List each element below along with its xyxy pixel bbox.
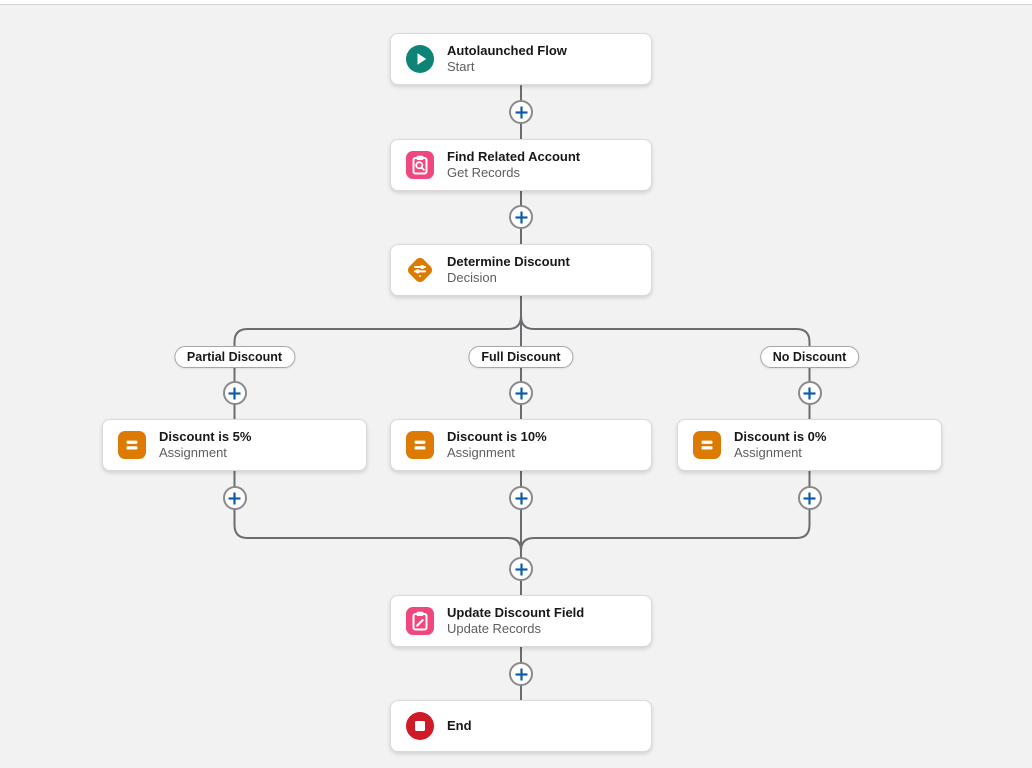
flow-node-update-discount-field[interactable]: Update Discount Field Update Records (390, 595, 652, 647)
node-title: End (447, 717, 472, 733)
assignment-icon (693, 431, 721, 459)
add-element-button[interactable] (222, 381, 247, 405)
add-element-button[interactable] (222, 486, 247, 510)
add-element-button[interactable] (509, 486, 533, 510)
add-element-button[interactable] (509, 557, 533, 581)
flow-node-find-related-account[interactable]: Find Related Account Get Records (390, 139, 652, 191)
node-title: Update Discount Field (447, 604, 585, 620)
add-element-button[interactable] (509, 205, 533, 229)
node-subtitle: Get Records (447, 165, 520, 180)
node-title: Determine Discount (447, 253, 570, 269)
node-title: Discount is 10% (447, 428, 547, 444)
node-subtitle: Start (447, 59, 475, 74)
assignment-icon (406, 431, 434, 459)
toolbar-bottom-edge (0, 0, 1032, 5)
node-subtitle: Decision (447, 270, 497, 285)
play-icon (406, 45, 434, 73)
branch-label-full-discount[interactable]: Full Discount (468, 346, 574, 368)
flow-node-autolaunched-start[interactable]: Autolaunched Flow Start (390, 33, 652, 85)
node-subtitle: Update Records (447, 621, 541, 636)
branch-label-no-discount[interactable]: No Discount (759, 346, 860, 368)
flow-node-end[interactable]: End (390, 700, 652, 752)
stop-icon (406, 712, 434, 740)
node-title: Find Related Account (447, 148, 581, 164)
flow-node-discount-10[interactable]: Discount is 10% Assignment (390, 419, 652, 471)
node-subtitle: Assignment (159, 445, 227, 460)
branch-label-partial-discount[interactable]: Partial Discount (173, 346, 296, 368)
add-element-button[interactable] (797, 486, 822, 510)
add-element-button[interactable] (509, 381, 533, 405)
node-subtitle: Assignment (734, 445, 802, 460)
add-element-button[interactable] (509, 662, 533, 686)
record-update-icon (406, 607, 434, 635)
decision-icon (405, 255, 435, 285)
node-title: Autolaunched Flow (447, 42, 567, 58)
flow-node-discount-5[interactable]: Discount is 5% Assignment (102, 419, 367, 471)
node-title: Discount is 5% (159, 428, 252, 444)
add-element-button[interactable] (797, 381, 822, 405)
assignment-icon (118, 431, 146, 459)
node-title: Discount is 0% (734, 428, 827, 444)
node-subtitle: Assignment (447, 445, 515, 460)
flow-node-determine-discount[interactable]: Determine Discount Decision (390, 244, 652, 296)
add-element-button[interactable] (509, 100, 533, 124)
flow-node-discount-0[interactable]: Discount is 0% Assignment (677, 419, 942, 471)
record-lookup-icon (406, 151, 434, 179)
